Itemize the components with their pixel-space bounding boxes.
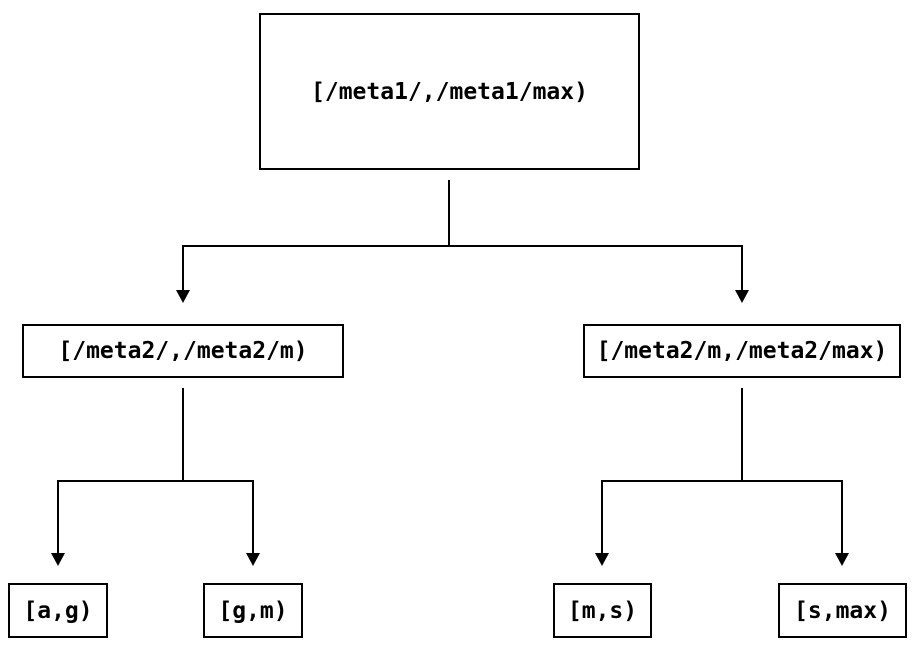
tree-node-leaf-ag: [a,g) — [8, 583, 108, 638]
connector-stem-right — [741, 388, 743, 482]
tree-node-leaf-ag-label: [a,g) — [23, 597, 93, 624]
tree-node-root-label: [/meta1/,/meta1/max) — [311, 78, 588, 105]
connector-stem-root — [448, 180, 450, 247]
tree-node-meta2-right: [/meta2/m,/meta2/max) — [583, 324, 901, 378]
connector-stem-left — [182, 388, 184, 482]
connector-drop-root-right — [741, 245, 743, 290]
tree-node-meta2-left-label: [/meta2/,/meta2/m) — [58, 338, 308, 364]
connector-horizontal-root — [182, 245, 743, 247]
arrow-down-icon — [735, 290, 749, 303]
arrow-down-icon — [246, 553, 260, 566]
tree-node-leaf-ms-label: [m,s) — [567, 597, 638, 624]
tree-node-leaf-smax: [s,max) — [778, 583, 907, 638]
tree-node-leaf-smax-label: [s,max) — [794, 597, 891, 624]
tree-node-leaf-gm: [g,m) — [203, 583, 303, 638]
connector-horizontal-left — [57, 480, 254, 482]
arrow-down-icon — [835, 553, 849, 566]
connector-drop-left-right — [252, 480, 254, 553]
tree-node-leaf-gm-label: [g,m) — [218, 597, 288, 624]
tree-node-leaf-ms: [m,s) — [553, 583, 652, 638]
connector-drop-right-right — [841, 480, 843, 553]
tree-node-root: [/meta1/,/meta1/max) — [259, 13, 640, 170]
connector-drop-left-left — [57, 480, 59, 553]
connector-drop-right-left — [601, 480, 603, 553]
arrow-down-icon — [51, 553, 65, 566]
connector-drop-root-left — [182, 245, 184, 290]
connector-horizontal-right — [601, 480, 843, 482]
arrow-down-icon — [595, 553, 609, 566]
tree-node-meta2-left: [/meta2/,/meta2/m) — [22, 324, 344, 378]
arrow-down-icon — [176, 290, 190, 303]
tree-node-meta2-right-label: [/meta2/m,/meta2/max) — [596, 338, 888, 364]
